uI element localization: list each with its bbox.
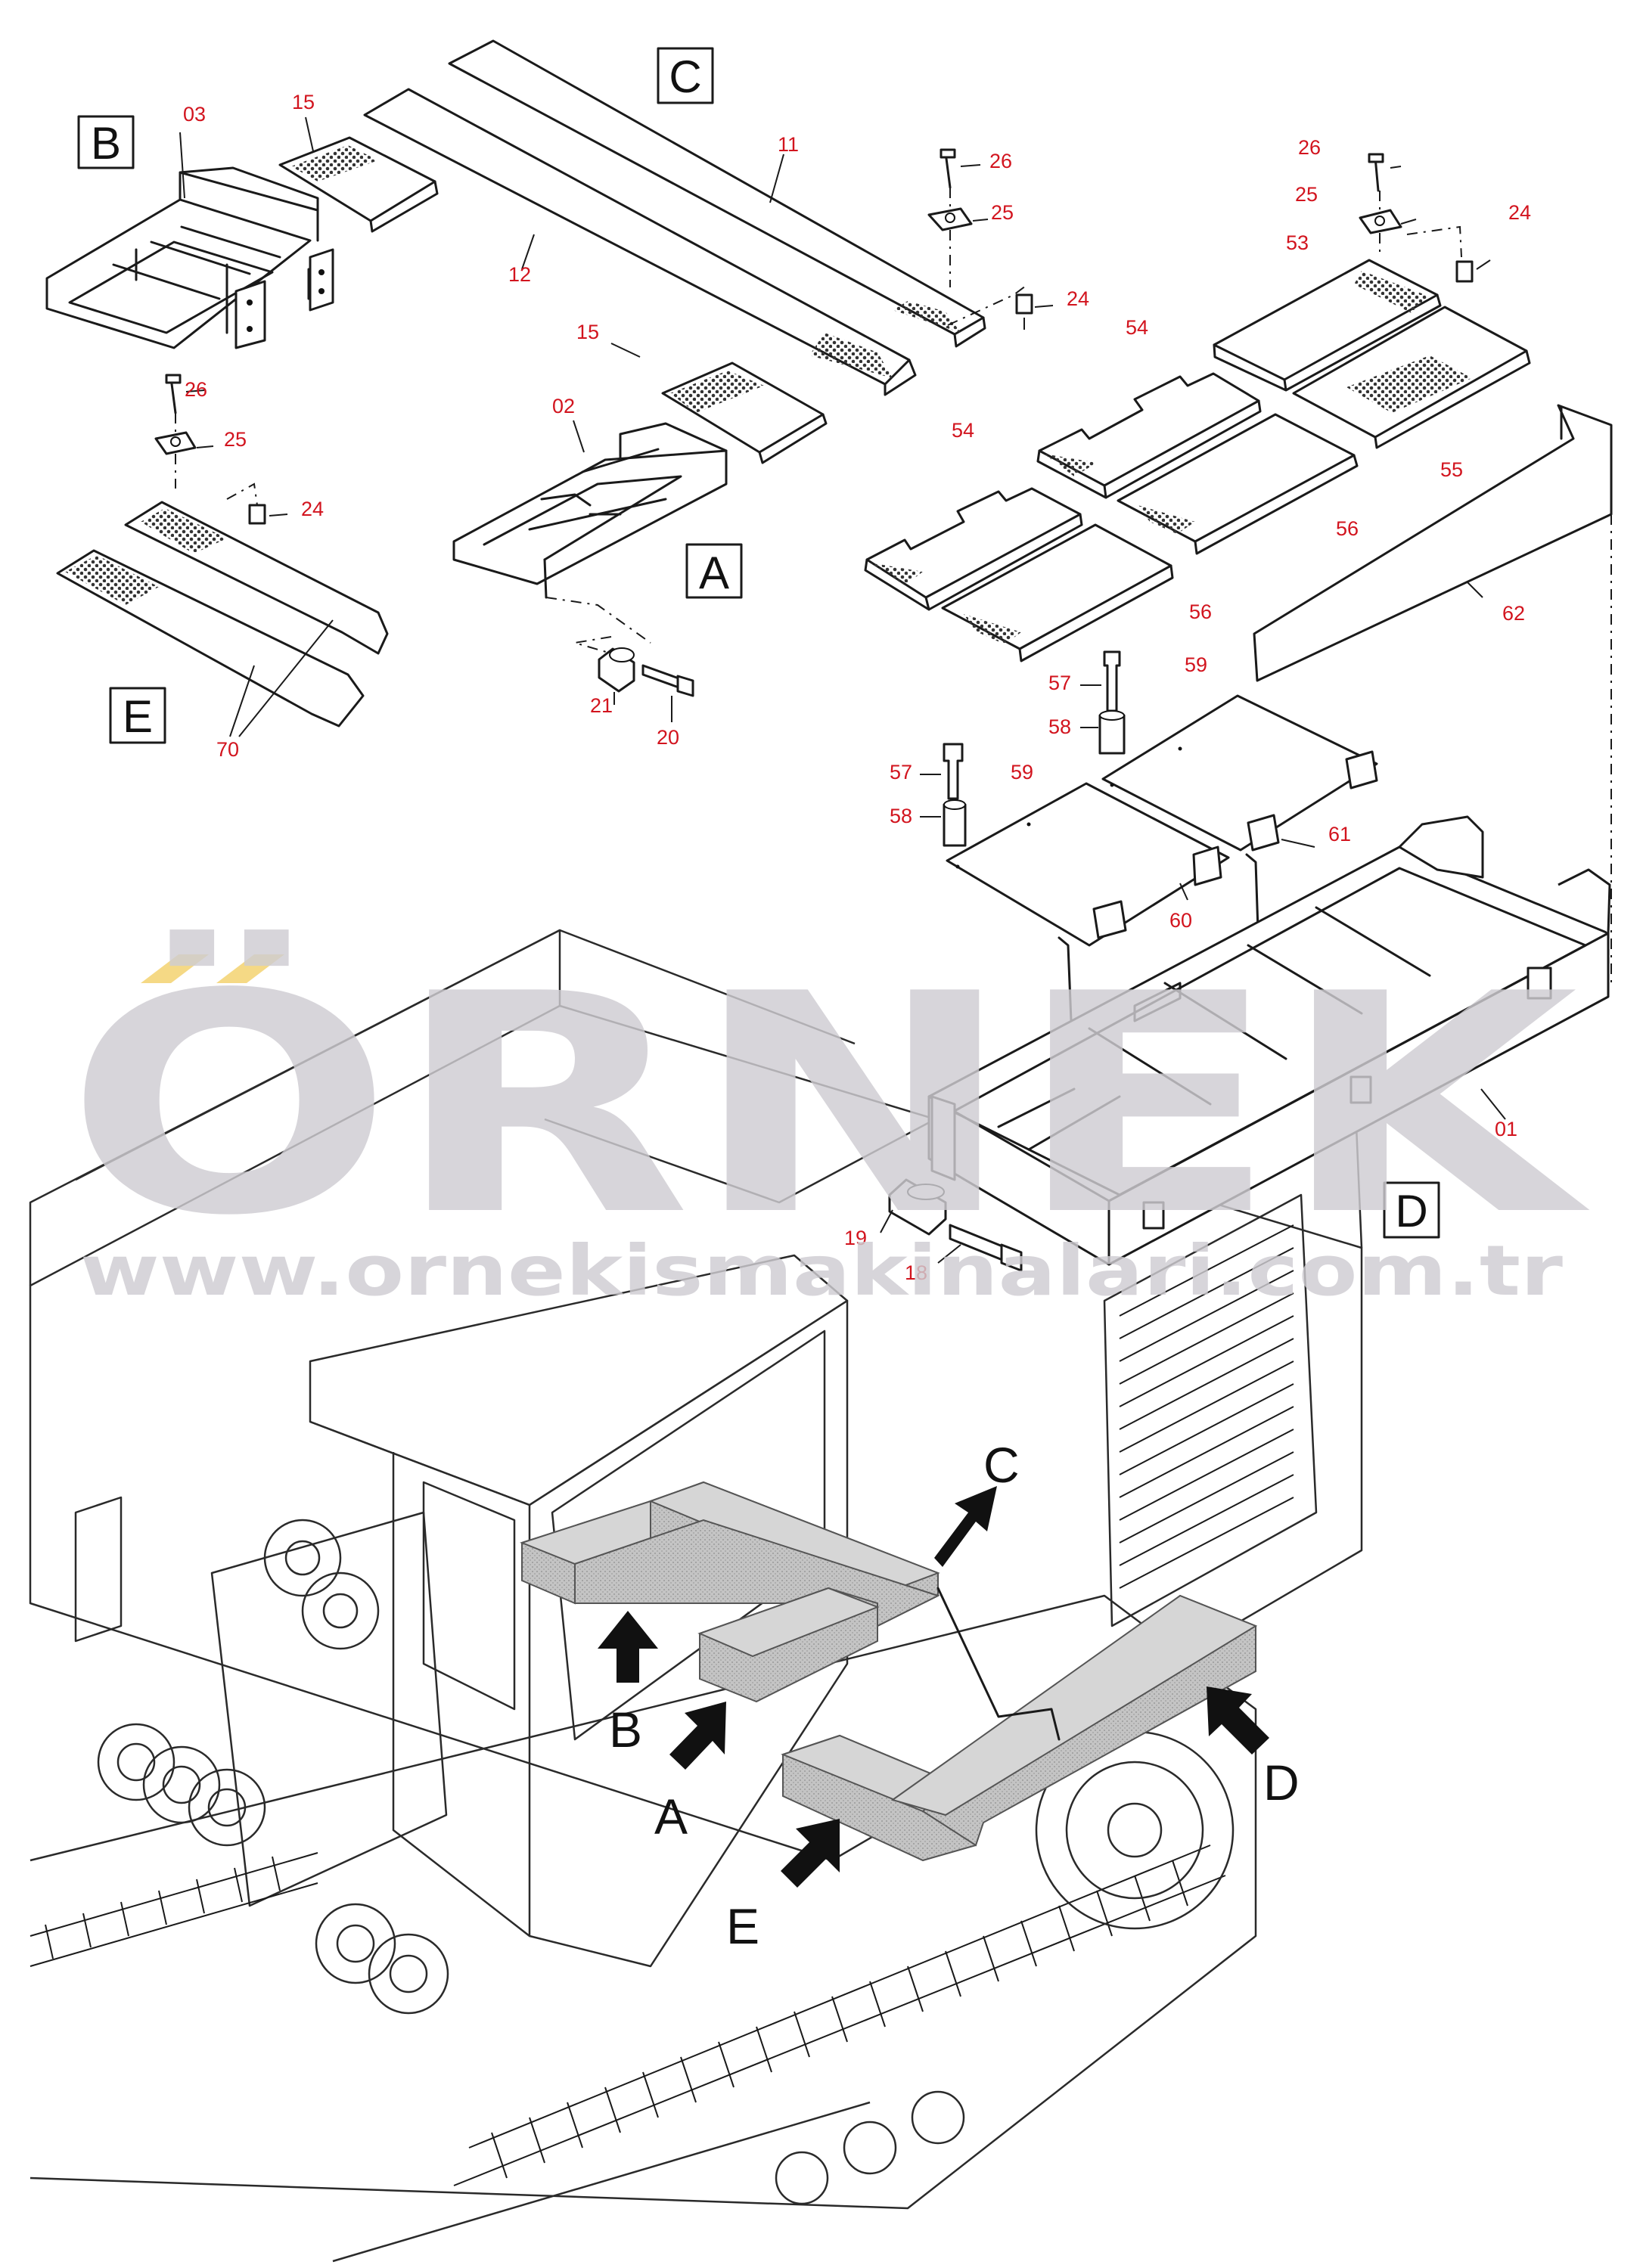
view-d-group: [864, 153, 1613, 1272]
part-62-panel: [1253, 404, 1613, 682]
part-label-58-upper: 58: [1048, 715, 1071, 738]
part-label-12: 12: [508, 263, 531, 286]
part-label-25-e: 25: [224, 428, 247, 451]
view-label-c: C: [669, 51, 701, 102]
part-15-a: [661, 361, 825, 454]
watermark-url: www.ornekismakinalari.com.tr: [80, 1230, 1564, 1311]
part-label-21: 21: [590, 694, 613, 717]
location-label-b: B: [609, 1702, 642, 1758]
part-02-frame: [452, 449, 728, 585]
part-19-spacer: [888, 1178, 947, 1236]
part-label-25-c: 25: [991, 201, 1014, 224]
part-label-55: 55: [1440, 458, 1463, 481]
view-e-group: [56, 374, 389, 737]
part-label-25-d: 25: [1295, 183, 1318, 206]
location-blocks: [520, 1481, 1258, 1862]
part-54-plate-upper: [1038, 372, 1260, 487]
part-label-54-lower: 54: [952, 419, 974, 442]
view-box-c: [657, 47, 714, 104]
part-label-54-upper: 54: [1126, 316, 1148, 339]
part-20-bolt: [641, 664, 682, 690]
arrow-b-icon: [598, 1611, 658, 1683]
part-label-59-left: 59: [1011, 761, 1033, 783]
location-arrows: [598, 1486, 1269, 1888]
part-label-70: 70: [216, 738, 239, 761]
part-label-15-a: 15: [576, 321, 599, 343]
location-label-a: A: [654, 1789, 688, 1844]
part-label-58-lower: 58: [890, 805, 912, 827]
arrow-a-icon: [669, 1702, 726, 1770]
part-label-56-upper: 56: [1336, 517, 1359, 540]
part-59-plate-right: [1101, 694, 1378, 852]
location-label-d: D: [1263, 1755, 1300, 1810]
engine-grille: [1119, 1224, 1294, 1589]
view-c-group: [363, 39, 1054, 396]
watermark-accent-right: [216, 954, 284, 983]
part-label-15-b: 15: [292, 91, 315, 113]
part-label-24-d: 24: [1508, 201, 1531, 224]
location-label-e: E: [726, 1898, 759, 1954]
part-label-60: 60: [1169, 909, 1192, 932]
part-label-20: 20: [657, 726, 679, 749]
part-57-bolt-upper: [1103, 650, 1121, 712]
part-label-56-lower: 56: [1189, 600, 1212, 623]
view-a-group: [452, 343, 828, 722]
part-number-labels: 03 15 11 12 26 25 24 15 02 21 20 26 25 2…: [183, 91, 1531, 1284]
view-label-b: B: [91, 118, 121, 169]
part-label-26-d: 26: [1298, 136, 1321, 159]
part-label-01: 01: [1495, 1118, 1517, 1140]
part-label-18: 18: [905, 1261, 927, 1284]
arrow-d-icon: [1207, 1686, 1269, 1755]
part-label-26-e: 26: [185, 378, 207, 401]
view-b-group: [45, 116, 439, 349]
part-label-24-c: 24: [1067, 287, 1089, 310]
part-label-03: 03: [183, 103, 206, 126]
part-label-61: 61: [1328, 823, 1351, 845]
part-57-bolt-lower: [943, 743, 964, 800]
watermark: ÖRNEK www.ornekismakinalari.com.tr: [65, 926, 1592, 1311]
location-labels: C B A E D: [609, 1437, 1300, 1954]
part-label-59-right: 59: [1185, 653, 1207, 676]
part-label-57-lower: 57: [890, 761, 912, 783]
arrow-c-icon: [934, 1486, 997, 1567]
track-links: [30, 1844, 1226, 2186]
part-label-57-upper: 57: [1048, 672, 1071, 694]
view-box-b: [77, 115, 135, 169]
part-58-spacer-lower: [943, 803, 967, 847]
view-label-d: D: [1395, 1186, 1427, 1236]
part-label-24-e: 24: [301, 498, 324, 520]
part-label-53: 53: [1286, 231, 1309, 254]
view-box-d: [1383, 1181, 1440, 1239]
part-label-02: 02: [552, 395, 575, 417]
part-label-62: 62: [1502, 602, 1525, 625]
part-label-11: 11: [778, 133, 799, 156]
view-box-a: [685, 543, 743, 599]
watermark-accent-left: [141, 954, 209, 983]
view-box-e: [109, 687, 166, 744]
part-label-19: 19: [844, 1227, 867, 1249]
view-label-a: A: [699, 548, 729, 598]
part-58-spacer-upper: [1098, 714, 1126, 755]
view-label-e: E: [123, 691, 153, 742]
part-59-plate-left: [946, 782, 1230, 947]
watermark-brand: ÖRNEK: [65, 926, 1592, 1282]
view-letter-boxes: B C A E D: [77, 47, 1440, 1239]
part-54-plate-lower: [865, 487, 1082, 599]
part-label-26-c: 26: [989, 150, 1012, 172]
location-label-c: C: [983, 1437, 1020, 1493]
arrow-e-icon: [781, 1819, 840, 1888]
